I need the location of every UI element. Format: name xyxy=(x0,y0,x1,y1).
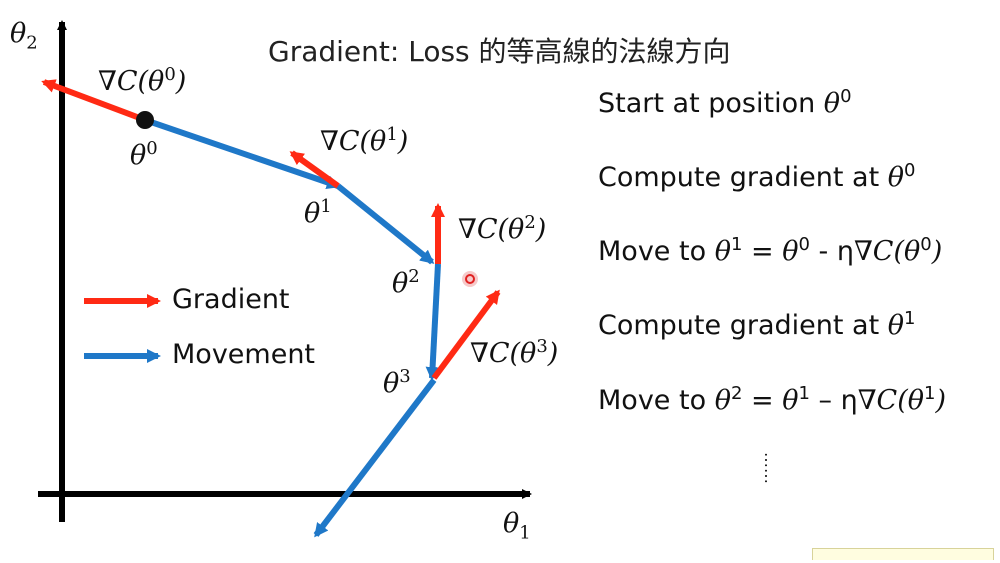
x-axis-label: θ1 xyxy=(503,508,531,544)
step-1: Start at position θ0 xyxy=(598,86,852,119)
point-label-1: θ1 xyxy=(304,196,332,229)
slide-title: Gradient: Loss 的等高線的法線方向 xyxy=(268,35,731,68)
gradient-arrow-3 xyxy=(431,289,501,380)
legend-gradient-label: Gradient xyxy=(172,284,290,315)
point-label-3: θ3 xyxy=(383,366,411,399)
start-point-dot xyxy=(136,111,154,129)
movement-arrow-2 xyxy=(425,263,441,381)
step-4: Compute gradient at θ1 xyxy=(598,308,916,341)
gradient-arrow-0 xyxy=(41,79,147,123)
gradient-label-2: ∇C(θ2) xyxy=(458,212,547,245)
point-label-2: θ2 xyxy=(392,266,420,299)
step-3: Move to θ1 = θ0 - η∇C(θ0) xyxy=(598,234,943,267)
corner-tooltip-box xyxy=(812,548,994,560)
gradient-label-0: ∇C(θ0) xyxy=(98,64,187,97)
point-label-0: θ0 xyxy=(130,138,158,171)
movement-arrow-3 xyxy=(313,378,437,538)
step-2: Compute gradient at θ0 xyxy=(598,160,916,193)
ellipsis: …… xyxy=(761,452,780,484)
cursor-icon-ring xyxy=(465,274,475,284)
gradient-label-3: ∇C(θ3) xyxy=(470,336,559,369)
gradient-label-1: ∇C(θ1) xyxy=(320,124,409,157)
cursor-icon xyxy=(462,271,478,287)
legend-movement-label: Movement xyxy=(172,339,316,370)
y-axis-label: θ2 xyxy=(10,18,38,54)
gradient-arrow-1 xyxy=(289,150,340,189)
movement-arrow-1 xyxy=(336,183,435,265)
step-5: Move to θ2 = θ1 – η∇C(θ1) xyxy=(598,383,947,416)
movement-arrow-0 xyxy=(144,117,341,190)
